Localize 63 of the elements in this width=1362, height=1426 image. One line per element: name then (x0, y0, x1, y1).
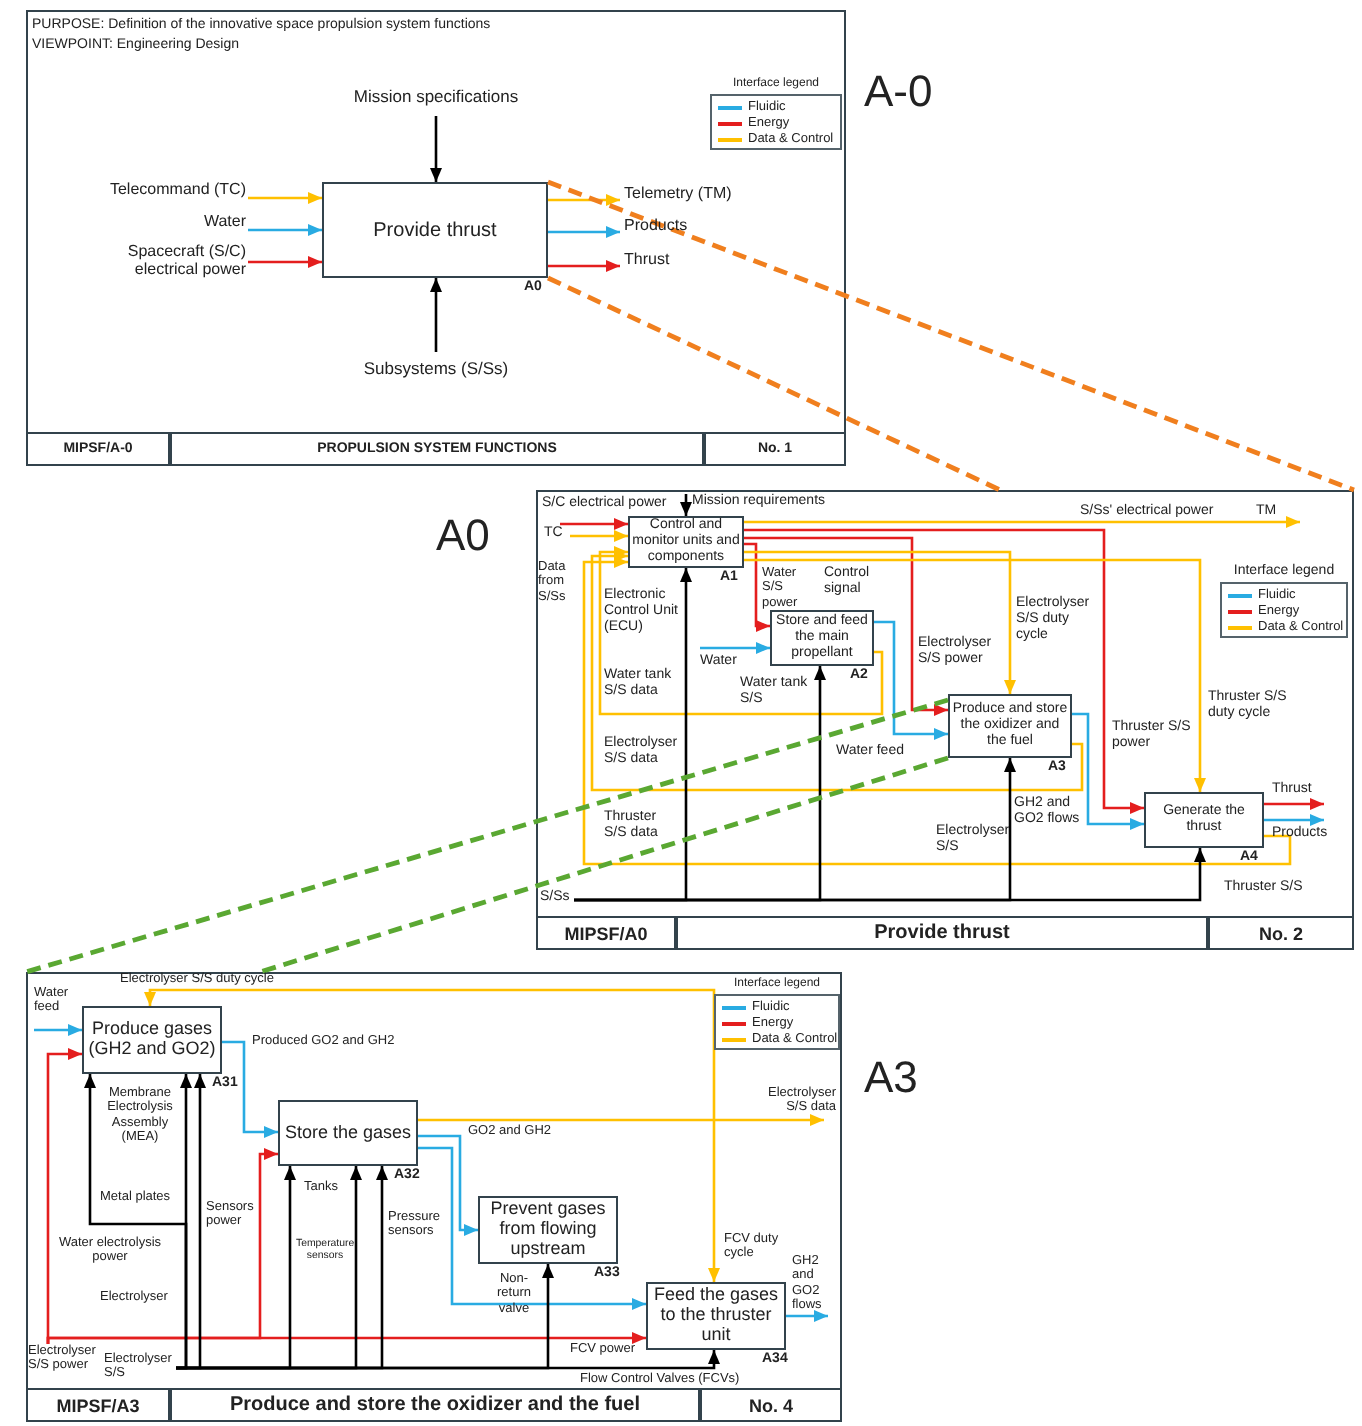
dashed-zoom-line (25, 697, 949, 975)
edge-label: Telemetry (TM) (624, 186, 734, 204)
arrow (1264, 798, 1324, 810)
arrow (786, 1310, 828, 1322)
arrow (34, 1024, 82, 1036)
arrow (548, 194, 620, 206)
function-box: Prevent gases from flowing upstream (478, 1196, 618, 1264)
edge-label: Thrust (624, 252, 672, 270)
diagram-number: A0 (436, 510, 490, 562)
arrow (222, 1040, 278, 1138)
title-cell: Produce and store the oxidizer and the fuel (170, 1388, 700, 1422)
arrow (176, 1074, 192, 1370)
arrow (744, 516, 1300, 528)
title-cell: Provide thrust (676, 916, 1208, 950)
edge-label: Water (201, 214, 246, 232)
arrow (744, 542, 770, 632)
arrow (430, 278, 442, 352)
arrow (874, 620, 948, 740)
arrow (548, 226, 620, 238)
edge-label: Mission specifications (351, 88, 521, 108)
function-box: Produce gases (GH2 and GO2) (82, 1006, 222, 1074)
dashed-zoom-line (259, 755, 949, 975)
arrow (560, 518, 628, 530)
dashed-zoom-line (547, 275, 1001, 493)
arrow (570, 530, 628, 542)
arrow (1072, 712, 1144, 830)
arrow (430, 116, 442, 182)
arrow (248, 224, 322, 236)
arrow (176, 1350, 720, 1370)
arrow (1264, 814, 1324, 826)
diagram-number: A3 (864, 1052, 918, 1104)
arrow (418, 1146, 646, 1310)
arrow (248, 192, 322, 204)
arrow (144, 988, 300, 1006)
arrow (680, 494, 692, 516)
arrow (598, 546, 884, 716)
arrow (700, 642, 770, 654)
arrow (300, 988, 720, 1282)
arrow (548, 260, 620, 272)
arrow (590, 550, 1084, 792)
diagram-frame (430, 490, 1354, 950)
arrow (248, 256, 322, 268)
edge-label: Telecommand (TC) (107, 182, 246, 200)
function-box: Feed the gases to the thruster unit (646, 1282, 786, 1350)
function-box: Store the gases (278, 1100, 418, 1166)
arrow (418, 1114, 824, 1126)
function-box: Provide thrust (322, 182, 548, 278)
edge-label: Subsystems (S/Ss) (361, 360, 511, 380)
arrow (744, 550, 1016, 694)
edge-label: Spacecraft (S/C) electrical power (125, 244, 246, 280)
arrow (574, 848, 1206, 902)
arrow (46, 1332, 646, 1345)
title-cell: MIPSF/A3 (26, 1388, 170, 1422)
arrow (418, 1134, 478, 1236)
title-cell: No. 4 (700, 1388, 842, 1422)
dashed-zoom-line (547, 179, 1355, 493)
arrow (744, 528, 1144, 814)
arrow (582, 556, 1292, 866)
arrow (744, 558, 1206, 792)
title-cell: No. 2 (1208, 916, 1354, 950)
diagram-number: A-0 (864, 66, 933, 118)
title-cell: MIPSF/A0 (536, 916, 676, 950)
arrow (744, 536, 948, 716)
